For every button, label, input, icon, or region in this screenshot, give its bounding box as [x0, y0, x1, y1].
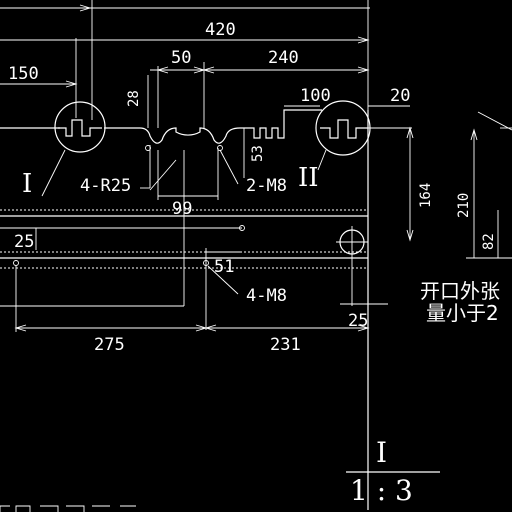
hole-m8 — [203, 260, 209, 266]
dim-28: 28 — [126, 90, 142, 107]
side-view-edge — [477, 111, 512, 131]
leader-4-m8 — [207, 265, 239, 295]
dim-50: 50 — [171, 48, 191, 68]
arrow — [357, 36, 370, 44]
bottom-edge-artifacts — [0, 505, 136, 512]
arrow — [357, 66, 370, 74]
hole-m8 — [145, 145, 151, 151]
arrow — [14, 324, 27, 332]
dim-100: 100 — [300, 86, 331, 106]
dim-210: 210 — [456, 193, 472, 218]
detail-circle-I — [54, 101, 106, 153]
hole — [239, 225, 245, 231]
arrow — [156, 66, 169, 74]
callout-4-M8: 4-M8 — [246, 286, 287, 306]
dim-150: 150 — [8, 64, 39, 84]
note-line-2: 量小于2 — [426, 301, 499, 325]
dim-53: 53 — [250, 145, 266, 162]
dim-20: 20 — [390, 86, 410, 106]
slot-feature — [320, 119, 368, 139]
dim-164: 164 — [418, 183, 434, 208]
callout-4-R25: 4-R25 — [80, 176, 131, 196]
arrow — [79, 4, 92, 12]
callout-2-M8: 2-M8 — [246, 176, 287, 196]
leader-II — [317, 149, 327, 171]
dim-25-left: 25 — [14, 232, 34, 252]
dim-420: 420 — [205, 20, 236, 40]
leader-I — [41, 149, 66, 197]
arrow — [65, 80, 78, 88]
leader-r25 — [149, 159, 177, 191]
dim-25-right: 25 — [348, 311, 368, 331]
dim-240: 240 — [268, 48, 299, 68]
hole-m8 — [13, 260, 19, 266]
arrow — [406, 229, 414, 242]
dim-275: 275 — [94, 335, 125, 355]
detail-label-II: II — [298, 163, 319, 193]
slot-feature — [58, 119, 102, 137]
detail-view-name: I — [376, 436, 387, 469]
arrow — [202, 66, 215, 74]
detail-label-I: I — [22, 169, 32, 199]
dim-51: 51 — [214, 257, 234, 277]
plate-top-outline — [0, 109, 322, 144]
detail-view-scale: 1 : 3 — [350, 474, 413, 507]
dim-231: 231 — [270, 335, 301, 355]
arrow — [357, 324, 370, 332]
dim-99: 99 — [172, 199, 192, 219]
arrow — [470, 128, 478, 141]
note-line-1: 开口外张 — [420, 279, 500, 303]
arrow — [406, 126, 414, 139]
arrow — [204, 324, 217, 332]
dim-82: 82 — [481, 233, 497, 250]
leader-m8 — [219, 149, 239, 185]
